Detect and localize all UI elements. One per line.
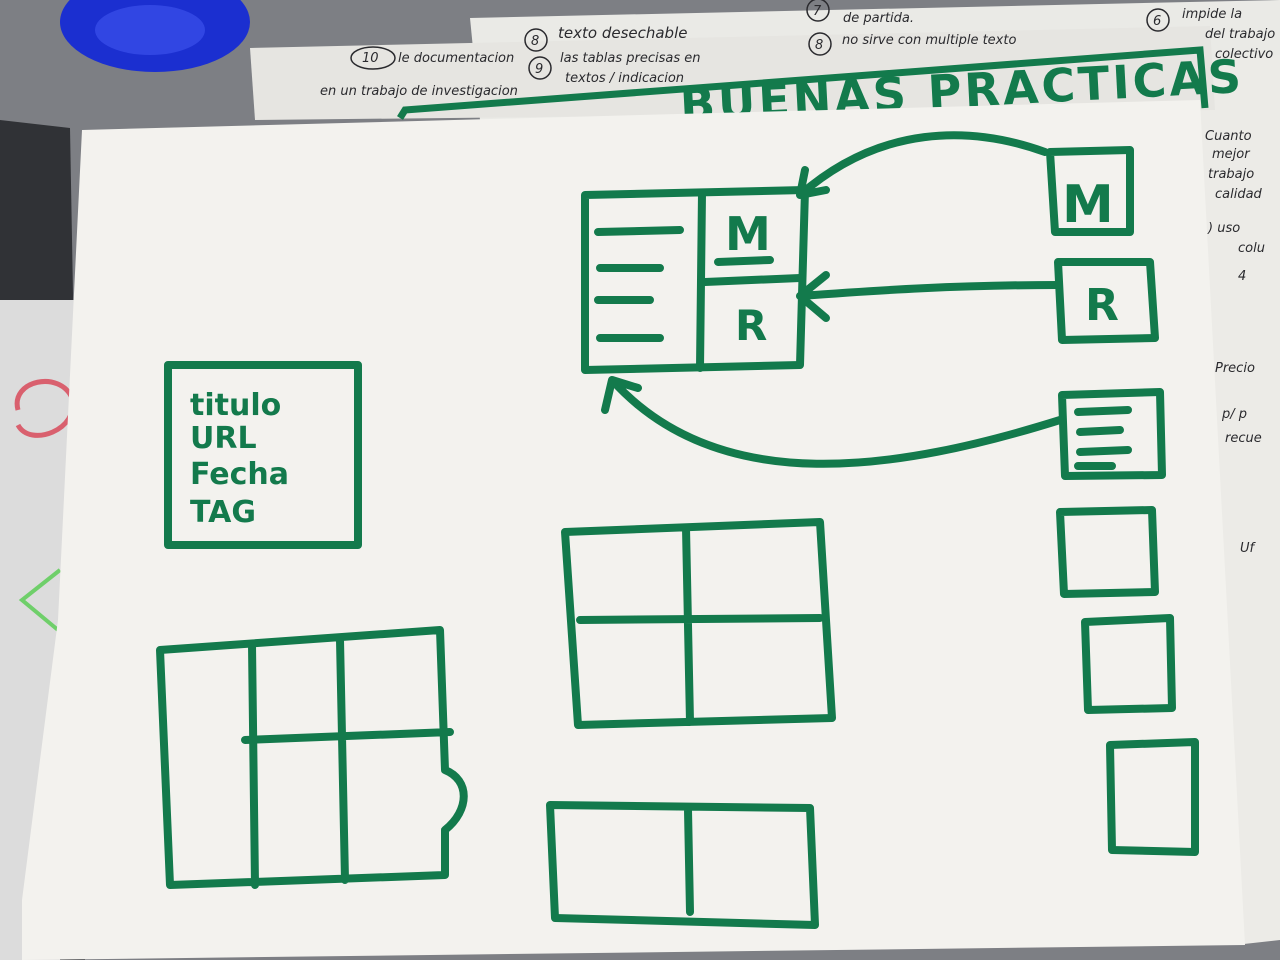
right-note-10: Uf — [1240, 541, 1257, 556]
wireframe-sketch — [156, 131, 1199, 929]
note-6-line3: colectivo — [1215, 47, 1273, 62]
arrow-list-to-panel — [601, 376, 1064, 468]
blue-glass-highlight — [95, 5, 205, 55]
widget-empty-3 — [1106, 738, 1199, 856]
note-10-line1: le documentacion — [398, 51, 514, 66]
arrow-r-to-panel — [796, 271, 1062, 322]
right-note-7: Precio — [1215, 361, 1255, 376]
widget-empty-1 — [1056, 506, 1159, 598]
paper-banner-sheet — [250, 26, 1215, 120]
widget-m-box — [1046, 146, 1134, 236]
note-9-line2: textos / indicacion — [565, 71, 684, 86]
right-note-8: p/ p — [1221, 407, 1247, 422]
panel-r-letter: R — [735, 301, 767, 350]
grid-six-cells — [156, 626, 468, 889]
right-note-0: Cuanto — [1205, 129, 1252, 144]
note-6-line1: impide la — [1182, 7, 1242, 22]
detail-panel — [581, 186, 809, 374]
green-arrow-mark — [18, 568, 62, 632]
widget-empty-2 — [1081, 614, 1176, 714]
widget-list-lines — [1074, 406, 1132, 470]
widget-r-box — [1054, 258, 1159, 344]
note-7-number: 7 — [813, 4, 822, 19]
panel-m-letter: M — [725, 207, 771, 261]
note-9-number: 9 — [535, 62, 543, 77]
metadata-box — [164, 361, 362, 549]
note-6-circle — [1146, 8, 1170, 32]
widget-r-letter: R — [1085, 280, 1119, 331]
note-6-number: 6 — [1153, 14, 1161, 29]
detail-panel-text-lines — [594, 226, 774, 342]
right-note-4: ) uso — [1207, 221, 1240, 236]
metadata-url-label: URL — [190, 421, 257, 456]
note-10-line2: en un trabajo de investigacion — [320, 84, 518, 99]
grid-four-cells — [561, 518, 836, 729]
note-8a-circle — [524, 28, 548, 52]
note-6-line2: del trabajo — [1205, 27, 1275, 42]
note-8b-circle — [808, 32, 832, 56]
note-7-circle — [806, 0, 830, 22]
detail-panel-divider — [696, 189, 804, 372]
paper-right-notes — [1190, 55, 1280, 945]
note-8b-number: 8 — [815, 38, 823, 53]
right-note-1: mejor — [1212, 147, 1251, 162]
note-10-circle — [350, 46, 396, 70]
widget-m-letter: M — [1062, 175, 1114, 235]
banner-frame — [397, 46, 1209, 120]
note-8b-line1: no sirve con multiple texto — [842, 33, 1016, 48]
background-notes: 10 le documentacion en un trabajo de inv… — [320, 0, 1275, 556]
note-8a-number: 8 — [531, 34, 539, 49]
right-note-2: trabajo — [1208, 167, 1254, 182]
arrow-m-to-panel — [796, 131, 1049, 199]
widget-list-box — [1058, 388, 1166, 480]
sketch-labels: titulo URL Fecha TAG M R M R — [190, 175, 1119, 530]
note-10-number: 10 — [362, 51, 379, 66]
right-note-5: colu — [1238, 241, 1265, 256]
grid-two-cells — [546, 801, 819, 929]
metadata-date-label: Fecha — [190, 457, 289, 492]
metadata-title-label: titulo — [190, 388, 281, 423]
right-note-3: calidad — [1215, 187, 1263, 202]
note-9-line1: las tablas precisas en — [560, 51, 701, 66]
right-note-6: 4 — [1238, 269, 1246, 284]
metadata-tag-label: TAG — [190, 495, 256, 530]
right-note-9: recue — [1225, 431, 1262, 446]
note-7-line1: de partida. — [843, 11, 914, 26]
note-9-circle — [528, 56, 552, 80]
note-8a-line1: texto desechable — [558, 24, 687, 42]
